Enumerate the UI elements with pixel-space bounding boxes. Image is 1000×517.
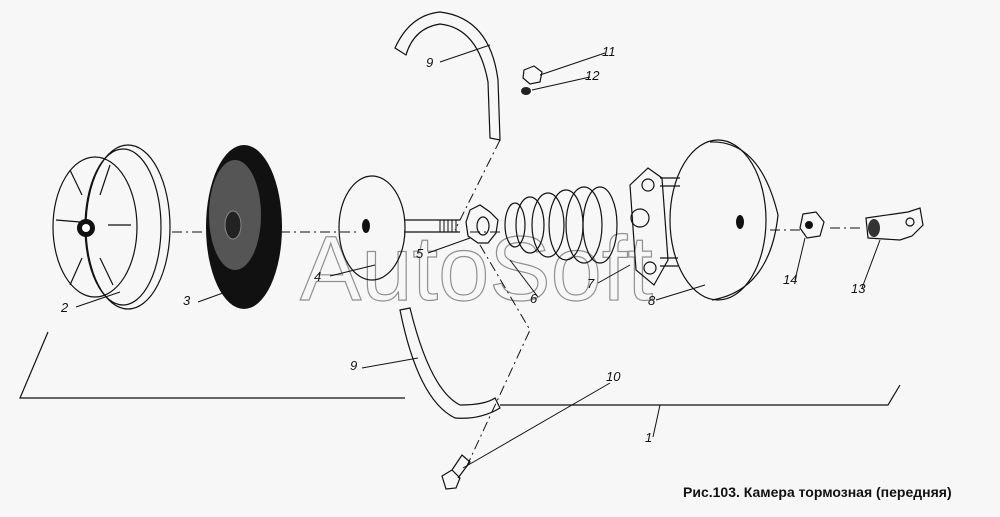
part-10-bolt: [441, 454, 471, 490]
callout-14: 14: [783, 272, 797, 287]
callout-1: 1: [645, 430, 652, 445]
part-9-clamp-lower: [399, 307, 501, 419]
part-5-washer: [465, 204, 499, 244]
part-12-washer: [521, 87, 531, 95]
part-13-fork: [865, 207, 924, 241]
callout-12: 12: [585, 68, 600, 83]
callout-5: 5: [416, 246, 424, 261]
callout-9-upper: 9: [426, 55, 433, 70]
axis-line: [172, 227, 860, 233]
part-8-housing: [629, 139, 779, 301]
callout-7: 7: [587, 276, 595, 291]
callout-2: 2: [60, 300, 69, 315]
watermark: AutoSoft: [300, 218, 653, 320]
figure-caption: Рис.103. Камера тормозная (передняя): [683, 484, 952, 500]
part-11-nut: [522, 65, 543, 85]
callout-3: 3: [183, 293, 191, 308]
callout-4: 4: [314, 269, 321, 284]
part-4-pusher: [338, 175, 460, 281]
callout-11: 11: [602, 44, 616, 59]
callout-10: 10: [606, 369, 621, 384]
callout-9-lower: 9: [350, 358, 357, 373]
part-3-diaphragm: [206, 145, 282, 309]
callout-13: 13: [851, 281, 866, 296]
part-6-spring: [504, 186, 618, 264]
part-9-clamp-upper: [394, 11, 501, 141]
callout-8: 8: [648, 293, 656, 308]
part-14-nut: [799, 211, 825, 239]
assembly-bracket: [19, 331, 901, 406]
callout-6: 6: [530, 291, 538, 306]
part-2-cover: [52, 144, 171, 310]
